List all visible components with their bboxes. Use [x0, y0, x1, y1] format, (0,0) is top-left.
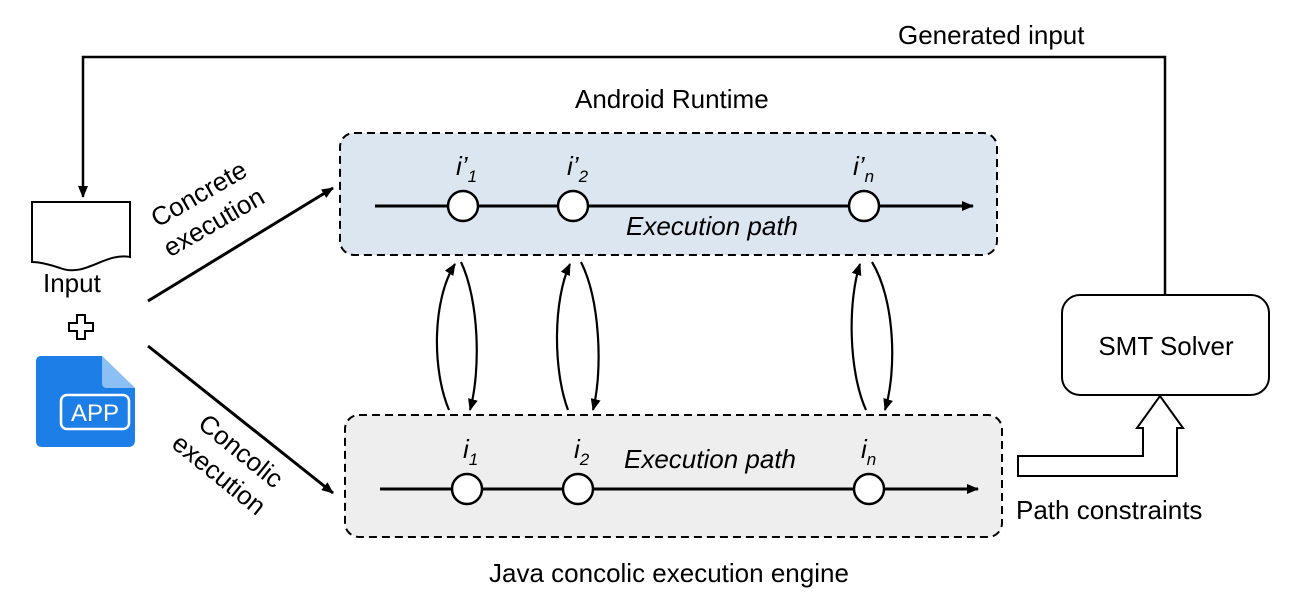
concolic-execution-label: Concolic execution	[166, 408, 289, 521]
smt-solver-label: SMT Solver	[1098, 331, 1234, 361]
input-document-icon	[31, 201, 131, 272]
concrete-execution-label: Concrete execution	[146, 154, 270, 262]
smt-solver-box	[1061, 294, 1270, 396]
node-i-prime-1-label: i’1	[456, 151, 477, 186]
sync-arrows-pair-2	[555, 261, 601, 411]
execution-path-top-label: Execution path	[626, 211, 798, 241]
java-engine-box	[344, 414, 1003, 538]
node-i-prime-1	[446, 189, 480, 223]
generated-input-label: Generated input	[898, 20, 1085, 50]
node-i-2	[561, 472, 595, 506]
input-label: Input	[43, 268, 102, 298]
node-i-prime-2-label: i’2	[567, 151, 589, 186]
node-i-1	[450, 472, 484, 506]
node-i-2-label: i2	[574, 434, 590, 469]
sync-arrows-pair-1	[435, 261, 478, 411]
node-i-1-label: i1	[463, 434, 478, 469]
path-constraints-arrow	[1017, 394, 1185, 477]
android-runtime-title: Android Runtime	[575, 84, 769, 114]
app-icon-label: APP	[71, 400, 119, 427]
concrete-execution-arrow	[147, 186, 334, 303]
node-i-n-label: in	[861, 434, 876, 469]
java-engine-title: Java concolic execution engine	[489, 558, 849, 588]
execution-path-bottom-label: Execution path	[624, 444, 796, 474]
generated-input-loop-arrow	[78, 55, 1167, 295]
app-file-icon: APP	[36, 356, 135, 447]
node-i-prime-n-label: i’n	[853, 151, 874, 186]
node-i-prime-n	[847, 189, 881, 223]
path-constraints-label: Path constraints	[1016, 495, 1202, 525]
plus-icon	[68, 314, 94, 340]
node-i-n	[852, 472, 886, 506]
concolic-execution-arrow	[147, 344, 334, 495]
sync-arrows-pair-n	[850, 261, 894, 411]
android-runtime-box	[339, 132, 998, 256]
node-i-prime-2	[556, 189, 590, 223]
